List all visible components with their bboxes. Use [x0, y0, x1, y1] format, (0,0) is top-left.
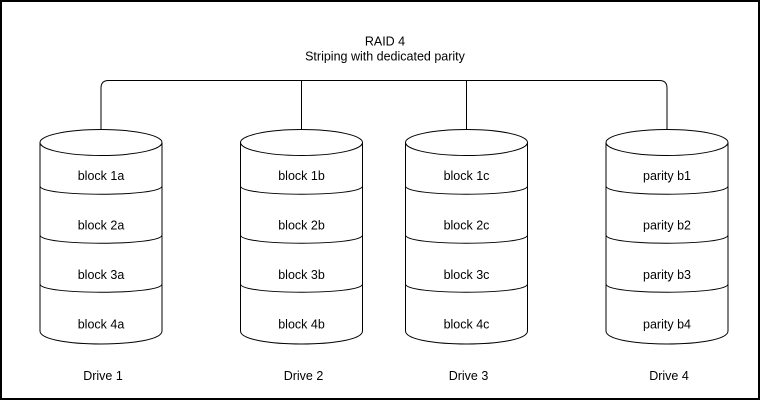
drive-1-block-3: block 3a — [78, 268, 125, 282]
diagram-subtitle: Striping with dedicated parity — [305, 50, 466, 64]
drive-group-4: parity b1 parity b2 parity b3 parity b4 … — [605, 129, 729, 383]
drive-4-cylinder-top — [605, 129, 729, 156]
drive-4-block-2: parity b2 — [643, 219, 691, 233]
drive-3-block-1: block 1c — [444, 169, 490, 183]
drive-3-cylinder-top — [405, 129, 528, 156]
drive-3-block-2: block 2c — [444, 219, 490, 233]
drive-2-divider-3 — [240, 283, 363, 293]
drive-3-block-4: block 4c — [444, 318, 490, 332]
drive-3-divider-2 — [405, 234, 528, 244]
drive-3-divider-1 — [405, 185, 528, 195]
drive-1-label: Drive 1 — [83, 369, 123, 383]
drive-1-divider-2 — [39, 234, 163, 244]
drive-1-cylinder-top — [39, 129, 163, 156]
drive-3-block-3: block 3c — [444, 268, 490, 282]
drive-4-block-1: parity b1 — [643, 169, 691, 183]
drive-2-divider-2 — [240, 234, 363, 244]
drive-group-3: block 1c block 2c block 3c block 4c Driv… — [405, 129, 528, 383]
drive-1-block-4: block 4a — [78, 318, 125, 332]
drive-4-block-4: parity b4 — [643, 318, 691, 332]
diagram-title: RAID 4 — [365, 35, 405, 49]
drive-3-divider-3 — [405, 283, 528, 293]
drive-1-divider-3 — [39, 283, 163, 293]
drive-2-block-3: block 3b — [278, 268, 325, 282]
drive-4-divider-2 — [605, 234, 729, 244]
drive-2-block-1: block 1b — [278, 169, 325, 183]
drive-4-label: Drive 4 — [649, 369, 689, 383]
drive-2-divider-1 — [240, 185, 363, 195]
drive-2-cylinder-top — [240, 129, 363, 156]
drive-4-divider-3 — [605, 283, 729, 293]
drive-3-label: Drive 3 — [449, 369, 489, 383]
drive-group-2: block 1b block 2b block 3b block 4b Driv… — [240, 129, 363, 383]
drive-2-label: Drive 2 — [284, 369, 324, 383]
drive-group-1: block 1a block 2a block 3a block 4a Driv… — [39, 129, 163, 383]
drive-2-block-2: block 2b — [278, 219, 325, 233]
drive-1-block-1: block 1a — [78, 169, 125, 183]
drive-1-block-2: block 2a — [78, 219, 125, 233]
drive-2-block-4: block 4b — [278, 318, 325, 332]
drive-4-block-3: parity b3 — [643, 268, 691, 282]
drive-1-divider-1 — [39, 185, 163, 195]
drive-4-divider-1 — [605, 185, 729, 195]
connector-bus — [100, 80, 668, 130]
